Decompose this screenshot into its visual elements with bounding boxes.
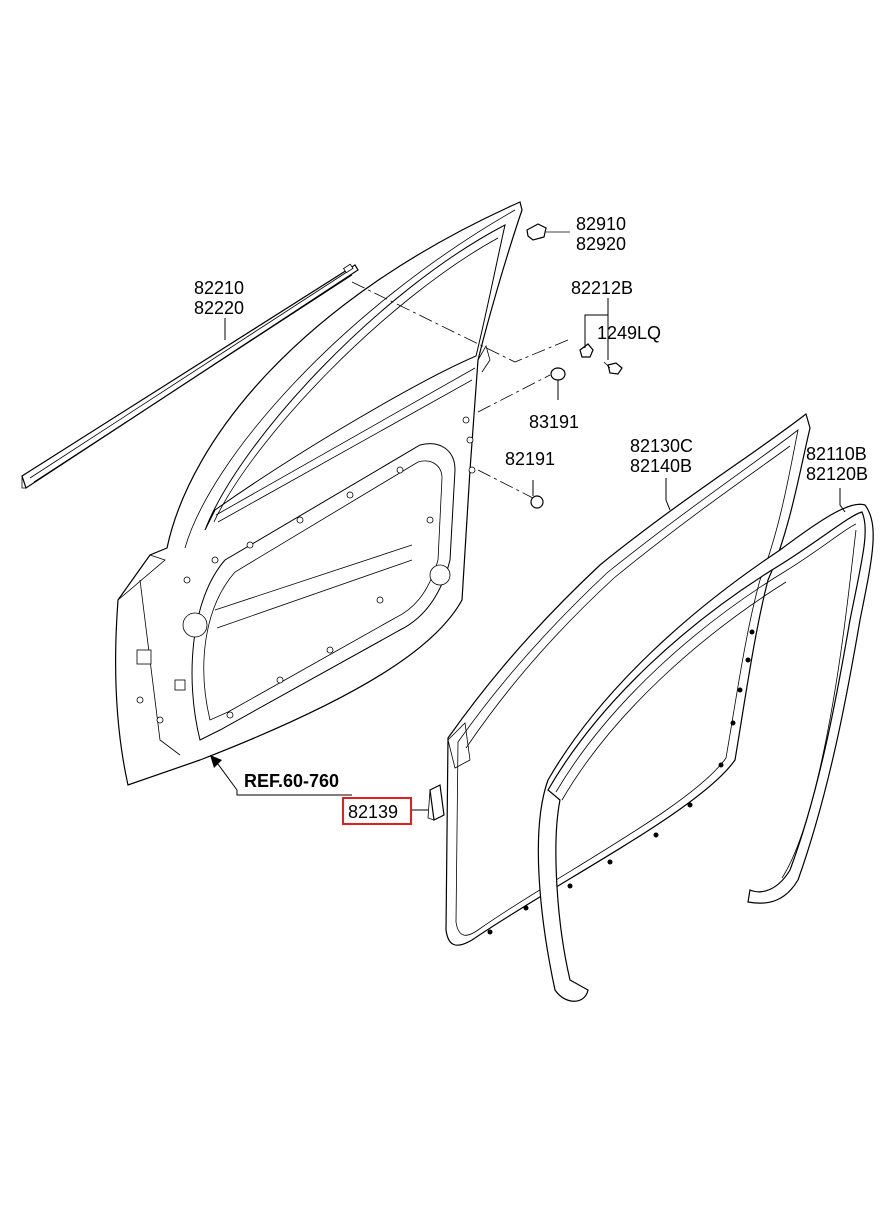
label-82110b: 82110B [806,444,867,464]
label-82130c: 82130C [630,436,693,456]
label-82920: 82920 [576,234,626,254]
label-82910: 82910 [576,214,626,234]
label-82212b: 82212B [571,278,633,298]
bumper-82139-part [427,784,445,821]
door-frame-part [115,201,523,786]
label-82139: 82139 [348,802,398,822]
ref-line-moulding [351,281,569,363]
label-82210: 82210 [194,278,244,298]
label-82191: 82191 [505,449,555,469]
label-ref: REF.60-760 [244,771,339,791]
plug-82191-part [530,495,544,509]
belt-moulding-part [21,263,359,489]
ref-line-83191 [477,374,551,413]
leader-lines [210,298,846,811]
bracket-82910-part [526,223,570,241]
ref-line-82191 [477,469,534,499]
label-83191: 83191 [529,412,579,432]
label-82120b: 82120B [806,464,868,484]
screw-1249lq-part [603,361,623,375]
label-82220: 82220 [194,298,244,318]
label-1249lq: 1249LQ [597,323,661,343]
body-weatherstrip-part [537,503,874,1002]
label-82140b: 82140B [630,456,692,476]
highlight-box-82139 [342,797,412,825]
clip-82212b-part [579,343,594,358]
